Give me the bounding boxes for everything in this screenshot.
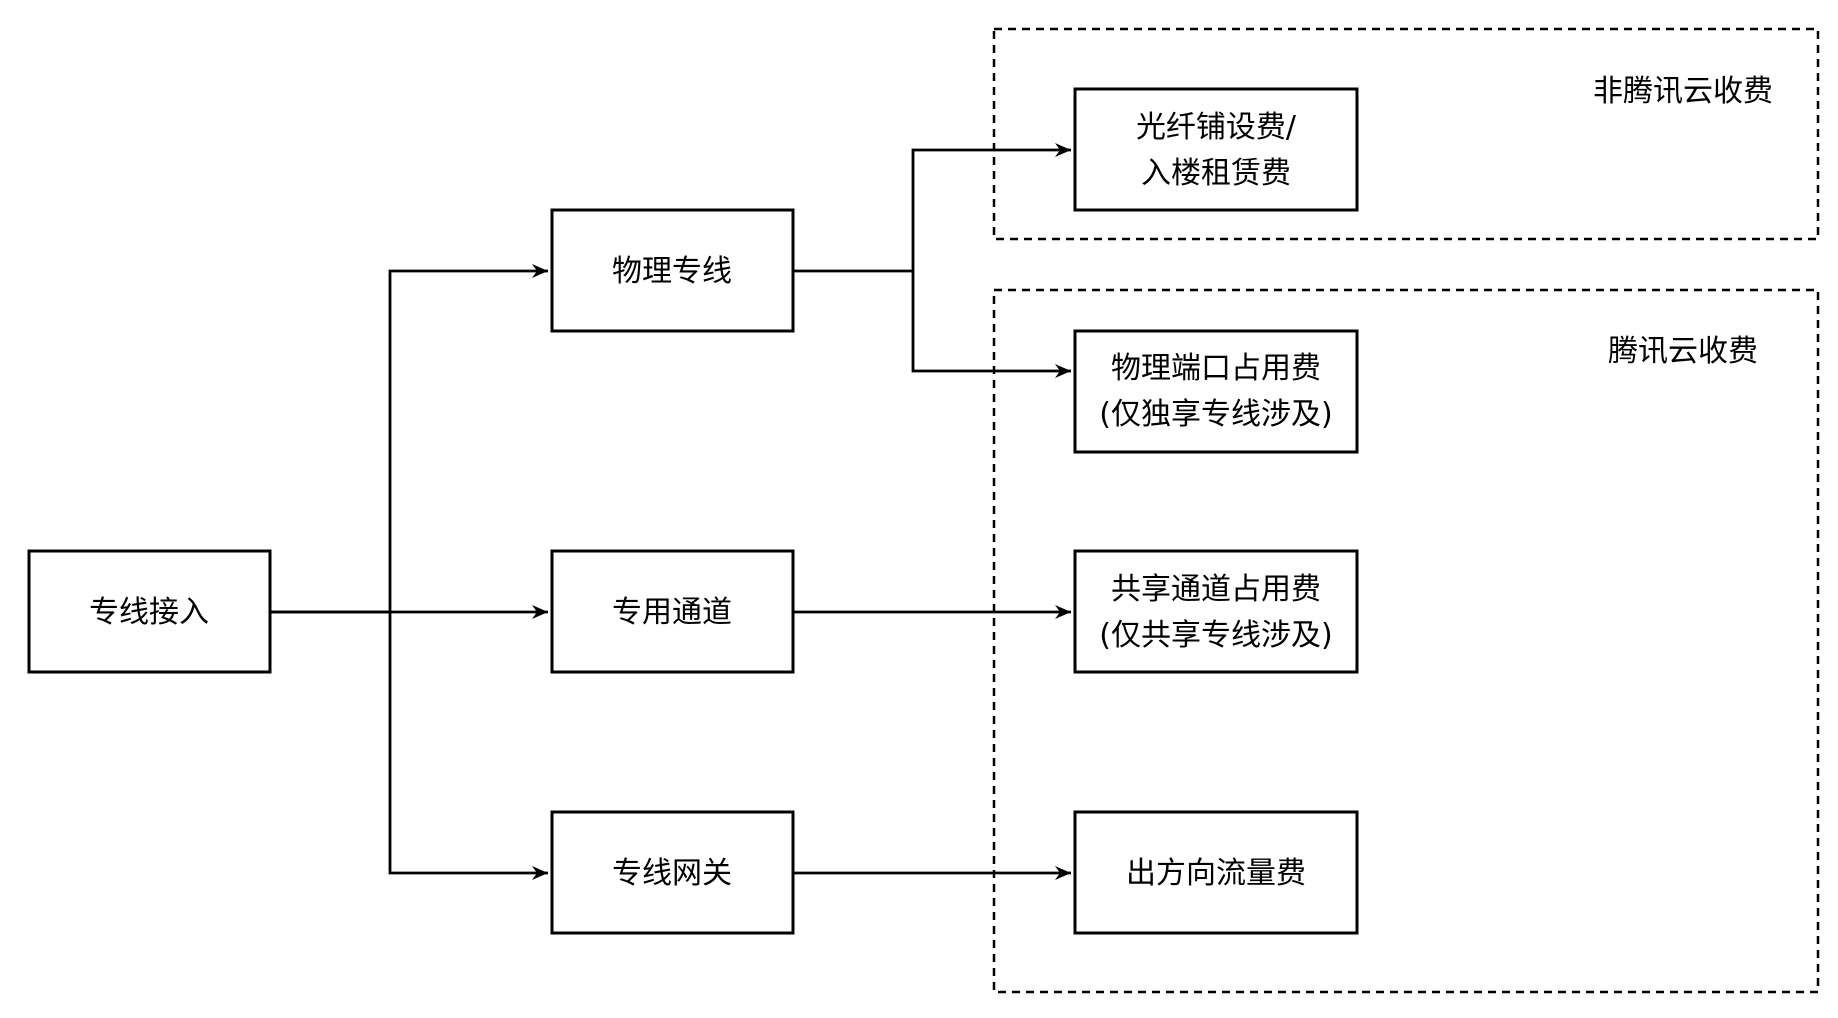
- node-port-fee-line1: 物理端口占用费: [1111, 351, 1321, 386]
- node-fiber-fee-line2: 入楼租赁费: [1141, 156, 1291, 191]
- region-non-tencent-label: 非腾讯云收费: [1593, 74, 1773, 109]
- region-tencent-billing: 腾讯云收费: [992, 288, 1820, 994]
- node-dedicated-tunnel-label: 专用通道: [612, 595, 732, 630]
- edge-physical-line-fiber-fee: [793, 143, 1071, 273]
- node-port-fee: 物理端口占用费 (仅独享专线涉及): [1073, 329, 1359, 454]
- region-tencent-label: 腾讯云收费: [1608, 334, 1758, 369]
- node-dedicated-tunnel: 专用通道: [550, 549, 795, 674]
- node-access-label: 专线接入: [89, 595, 209, 630]
- node-fiber-fee-line1: 光纤铺设费/: [1136, 110, 1297, 145]
- node-dc-gateway: 专线网关: [550, 810, 795, 935]
- edge-access-dc-gateway: [388, 612, 548, 880]
- node-traffic-fee-label: 出方向流量费: [1126, 856, 1306, 891]
- node-access: 专线接入: [27, 549, 272, 674]
- edge-physical-line-port-fee: [911, 271, 1071, 378]
- node-tunnel-fee-line1: 共享通道占用费: [1111, 572, 1321, 607]
- node-fiber-fee: 光纤铺设费/ 入楼租赁费: [1073, 87, 1359, 212]
- node-physical-line-label: 物理专线: [612, 254, 732, 289]
- node-dc-gateway-label: 专线网关: [612, 856, 732, 891]
- region-non-tencent-billing: 非腾讯云收费: [992, 27, 1820, 241]
- node-traffic-fee: 出方向流量费: [1073, 810, 1359, 935]
- edge-access-physical-line: [270, 264, 548, 614]
- node-tunnel-fee: 共享通道占用费 (仅共享专线涉及): [1073, 549, 1359, 674]
- node-tunnel-fee-line2: (仅共享专线涉及): [1099, 618, 1332, 653]
- node-port-fee-line2: (仅独享专线涉及): [1099, 397, 1332, 432]
- edges: [270, 143, 1071, 880]
- node-physical-line: 物理专线: [550, 208, 795, 333]
